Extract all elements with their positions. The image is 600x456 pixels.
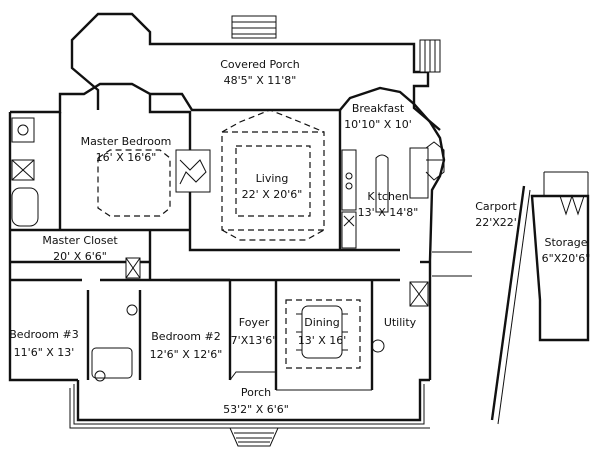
living-name: Living bbox=[256, 172, 289, 185]
storage-size: 6"X20'6" bbox=[542, 252, 591, 265]
fireplace bbox=[175, 149, 211, 193]
vanity bbox=[11, 117, 35, 143]
covered-porch-name: Covered Porch bbox=[220, 58, 300, 71]
tub bbox=[11, 187, 39, 227]
ceiling-lines bbox=[97, 109, 361, 369]
room-labels: Covered Porch 48'5" X 11'8" Breakfast 10… bbox=[9, 58, 590, 416]
hall-bath-tub bbox=[91, 347, 133, 379]
master-closet-name: Master Closet bbox=[42, 234, 118, 247]
kitchen-counters bbox=[341, 147, 429, 249]
dining-size: 13' X 16' bbox=[298, 334, 347, 347]
toilet bbox=[94, 370, 106, 382]
breakfast-size: 10'10" X 10' bbox=[344, 118, 412, 131]
hall-bath-sink bbox=[126, 304, 138, 316]
porch-railings bbox=[70, 12, 441, 131]
utility-sink bbox=[371, 339, 385, 353]
covered-porch-size: 48'5" X 11'8" bbox=[224, 74, 297, 87]
bedroom2-size: 12'6" X 12'6" bbox=[150, 348, 223, 361]
front-steps-top bbox=[231, 15, 277, 39]
utility-name: Utility bbox=[384, 316, 417, 329]
bedroom3-size: 11'6" X 13' bbox=[14, 346, 75, 359]
porch-name: Porch bbox=[241, 386, 271, 399]
kitchen-name: Kitchen bbox=[367, 190, 408, 203]
porch-steps bbox=[229, 427, 279, 447]
dining-table bbox=[296, 305, 348, 359]
breakfast-name: Breakfast bbox=[352, 102, 405, 115]
carport-structure bbox=[432, 171, 590, 425]
carport-size: 22'X22' bbox=[475, 216, 517, 229]
carport-name: Carport bbox=[475, 200, 517, 213]
kitchen-size: 13' X 14'8" bbox=[358, 206, 419, 219]
interior-walls bbox=[10, 110, 430, 391]
bath-fixtures bbox=[11, 117, 429, 382]
bedroom2-name: Bedroom #2 bbox=[151, 330, 220, 343]
master-bedroom-size: 16' X 16'6" bbox=[96, 151, 157, 164]
foyer-size: 7'X13'6" bbox=[231, 334, 278, 347]
bedroom3-name: Bedroom #3 bbox=[9, 328, 78, 341]
master-bedroom-name: Master Bedroom bbox=[81, 135, 172, 148]
bay-window bbox=[425, 141, 445, 181]
porch-size: 53'2" X 6'6" bbox=[223, 403, 289, 416]
foyer-name: Foyer bbox=[239, 316, 270, 329]
master-closet-size: 20' X 6'6" bbox=[53, 250, 107, 263]
storage-name: Storage bbox=[544, 236, 587, 249]
living-size: 22' X 20'6" bbox=[242, 188, 303, 201]
dining-name: Dining bbox=[304, 316, 340, 329]
